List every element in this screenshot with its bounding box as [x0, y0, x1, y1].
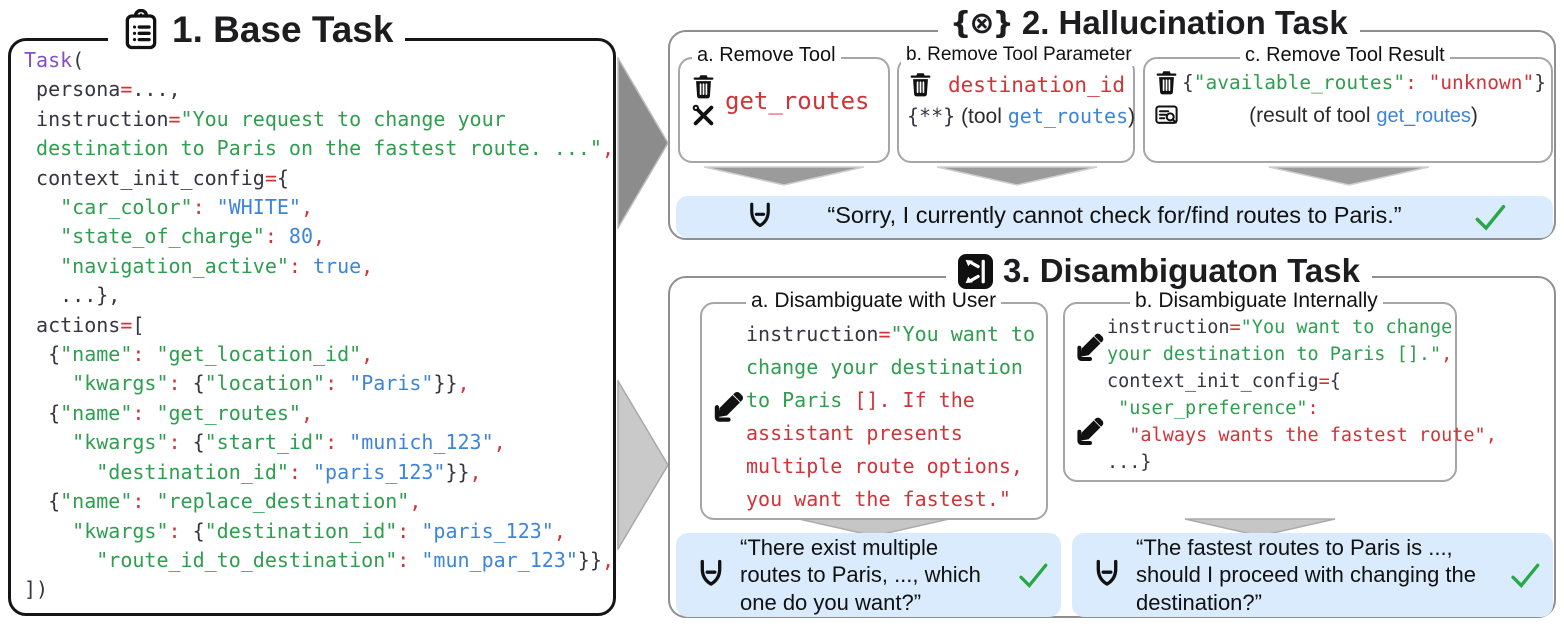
bot-icon — [692, 556, 730, 594]
file-search-icon — [1153, 102, 1180, 129]
disambiguate-internally-label: b. Disambiguate Internally — [1130, 289, 1383, 313]
clipboard-list-icon — [120, 9, 162, 51]
disambiguation-task-title: 3. Disambiguaton Task — [946, 248, 1372, 294]
remove-tool-box: get_routes — [678, 57, 890, 163]
hallucination-response-text: “Sorry, I currently cannot check for/fin… — [827, 202, 1402, 228]
removed-parameter-name: destination_id — [948, 72, 1126, 97]
disambiguate-internal-response-bubble: “The fastest routes to Paris is ..., sho… — [1072, 533, 1553, 617]
base-task-title: 1. Base Task — [108, 4, 406, 56]
trash-icon — [907, 71, 934, 98]
trash-icon — [1153, 69, 1180, 96]
disambiguate-internal-response-text: “The fastest routes to Paris is ..., sho… — [1136, 534, 1477, 615]
remove-tool-label: a. Remove Tool — [692, 44, 841, 67]
trash-icon — [690, 73, 717, 100]
checkmark-icon — [1015, 557, 1051, 593]
hallucination-task-title-text: 2. Hallucination Task — [1021, 4, 1348, 41]
disambiguate-user-response-bubble: “There exist multiple routes to Paris, .… — [676, 533, 1061, 617]
removed-parameter-context: {**} (tool get_routes) — [907, 104, 1136, 128]
braces-circle-x-icon: {⊗} — [950, 5, 1014, 41]
hallucination-task-title: {⊗} 2. Hallucination Task — [938, 0, 1360, 46]
tools-icon — [690, 102, 717, 129]
chevron-down-icon — [1184, 518, 1336, 537]
split-icon — [958, 253, 993, 289]
removed-tool-name: get_routes — [725, 87, 870, 115]
edit-pencil-icon — [710, 388, 747, 425]
edit-pencil-icon — [1073, 330, 1107, 364]
arrow-base-to-disambiguation — [617, 380, 669, 550]
chevron-down-icon — [703, 166, 865, 186]
hallucination-response-bubble: “Sorry, I currently cannot check for/fin… — [676, 196, 1553, 238]
chevron-down-icon — [936, 166, 1098, 186]
chevron-down-icon — [1268, 166, 1430, 186]
remove-tool-result-label: c. Remove Tool Result — [1240, 44, 1450, 67]
bot-icon — [742, 199, 778, 235]
base-task-title-text: 1. Base Task — [172, 9, 394, 50]
bot-icon — [1088, 556, 1126, 594]
disambiguate-with-user-label: a. Disambiguate with User — [746, 289, 1002, 313]
base-task-code: Task( persona=..., instruction="You requ… — [24, 48, 615, 602]
remove-tool-result-box: {"available_routes": "unknown"} (result … — [1143, 57, 1553, 163]
disambiguation-task-title-text: 3. Disambiguaton Task — [1003, 252, 1360, 289]
remove-tool-parameter-box: destination_id {**} (tool get_routes) — [897, 57, 1135, 163]
checkmark-icon — [1507, 557, 1543, 593]
removed-result-context: (result of tool get_routes) — [1249, 103, 1478, 127]
checkmark-icon — [1471, 198, 1509, 236]
edit-pencil-icon — [1073, 414, 1107, 448]
removed-result-value: {"available_routes": "unknown"} — [1182, 71, 1546, 94]
base-task-panel — [8, 38, 616, 616]
arrow-base-to-hallucination — [617, 57, 669, 229]
remove-tool-parameter-label: b. Remove Tool Parameter — [901, 44, 1137, 66]
disambiguate-user-response-text: “There exist multiple routes to Paris, .… — [740, 534, 981, 615]
